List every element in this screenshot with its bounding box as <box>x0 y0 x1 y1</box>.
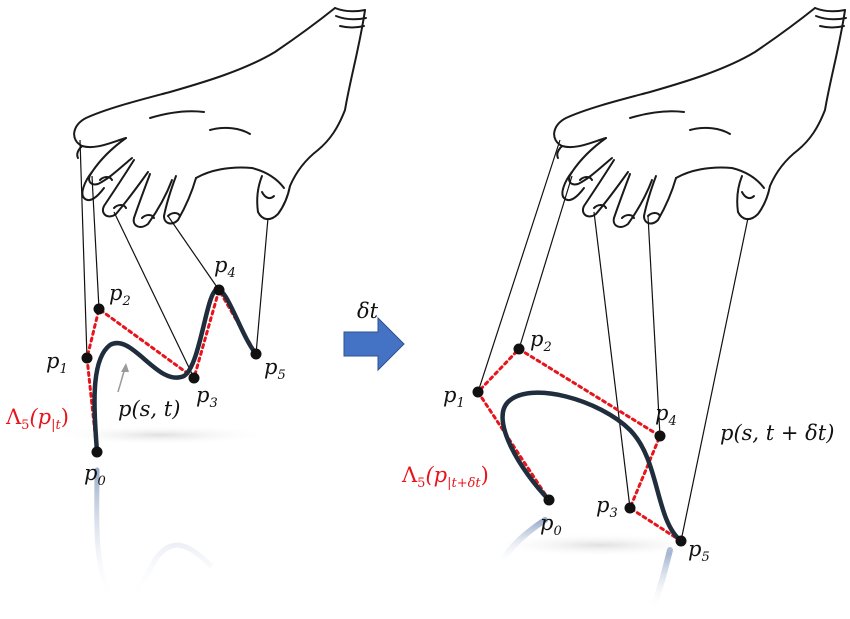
curve-label-right: p(s, t + δt) <box>720 421 834 445</box>
string-p1 <box>477 139 561 393</box>
string-p5 <box>255 217 269 355</box>
curve-label-left: p(s, t) <box>118 397 180 421</box>
bezier-curve <box>500 390 684 544</box>
label-p3: p3 <box>596 493 618 521</box>
label-p3: p3 <box>196 383 218 411</box>
label-p2: p2 <box>530 327 552 355</box>
curve-reflection <box>94 467 213 603</box>
control-point-p1 <box>81 352 93 364</box>
shadow <box>50 425 270 445</box>
curve-reflection <box>649 547 673 613</box>
control-polygon <box>85 286 258 454</box>
polygon-label-right: Λ5(p|t+δt) <box>401 463 489 491</box>
control-point-p4 <box>654 430 666 442</box>
puppet-strings <box>477 139 749 542</box>
right-arrow-icon <box>343 316 405 372</box>
string-p5 <box>680 217 749 542</box>
puppeteer-hand-icon <box>553 7 847 228</box>
label-p0: p0 <box>84 461 106 489</box>
right-panel: p0 p1 p2 p3 p4 p5 p(s, t + δt) Λ5(p|t+δt… <box>401 7 847 613</box>
label-p0: p0 <box>540 511 562 539</box>
control-point-p0 <box>543 494 555 506</box>
control-point-p2 <box>513 343 525 355</box>
label-p1: p1 <box>443 383 465 411</box>
puppeteer-hand-icon <box>73 7 367 228</box>
control-point-p1 <box>472 386 484 398</box>
label-p5: p5 <box>688 537 710 565</box>
string-p3 <box>593 211 631 509</box>
polygon-label-left: Λ5(p|t) <box>5 405 69 433</box>
label-p2: p2 <box>109 281 131 309</box>
control-point-p4 <box>213 284 225 296</box>
left-panel: p0 p1 p2 p3 p4 p5 p(s, t) Λ5(p|t) <box>5 7 367 603</box>
control-point-p3 <box>624 502 636 514</box>
label-p5: p5 <box>264 355 286 383</box>
control-point-p0 <box>91 446 103 458</box>
control-point-p3 <box>188 372 200 384</box>
control-point-p2 <box>93 303 105 315</box>
control-point-p5 <box>675 535 687 547</box>
control-point-p5 <box>250 348 262 360</box>
control-points <box>472 343 687 547</box>
control-points <box>81 284 262 458</box>
string-p2 <box>91 175 100 310</box>
string-p4 <box>647 215 661 437</box>
puppet-strings <box>79 139 269 379</box>
label-p4: p4 <box>655 401 677 429</box>
string-p4 <box>167 215 220 291</box>
string-p2 <box>518 175 573 350</box>
delta-t-label: δt <box>357 299 379 323</box>
transition: δt <box>343 299 405 372</box>
label-p1: p1 <box>46 349 68 377</box>
bezier-curve <box>92 287 259 455</box>
control-polygon <box>476 347 683 543</box>
string-p1 <box>79 139 88 359</box>
curve-pointer-arrow <box>117 363 129 393</box>
label-p4: p4 <box>214 253 236 281</box>
shadow <box>490 533 710 557</box>
string-p3 <box>113 211 195 379</box>
